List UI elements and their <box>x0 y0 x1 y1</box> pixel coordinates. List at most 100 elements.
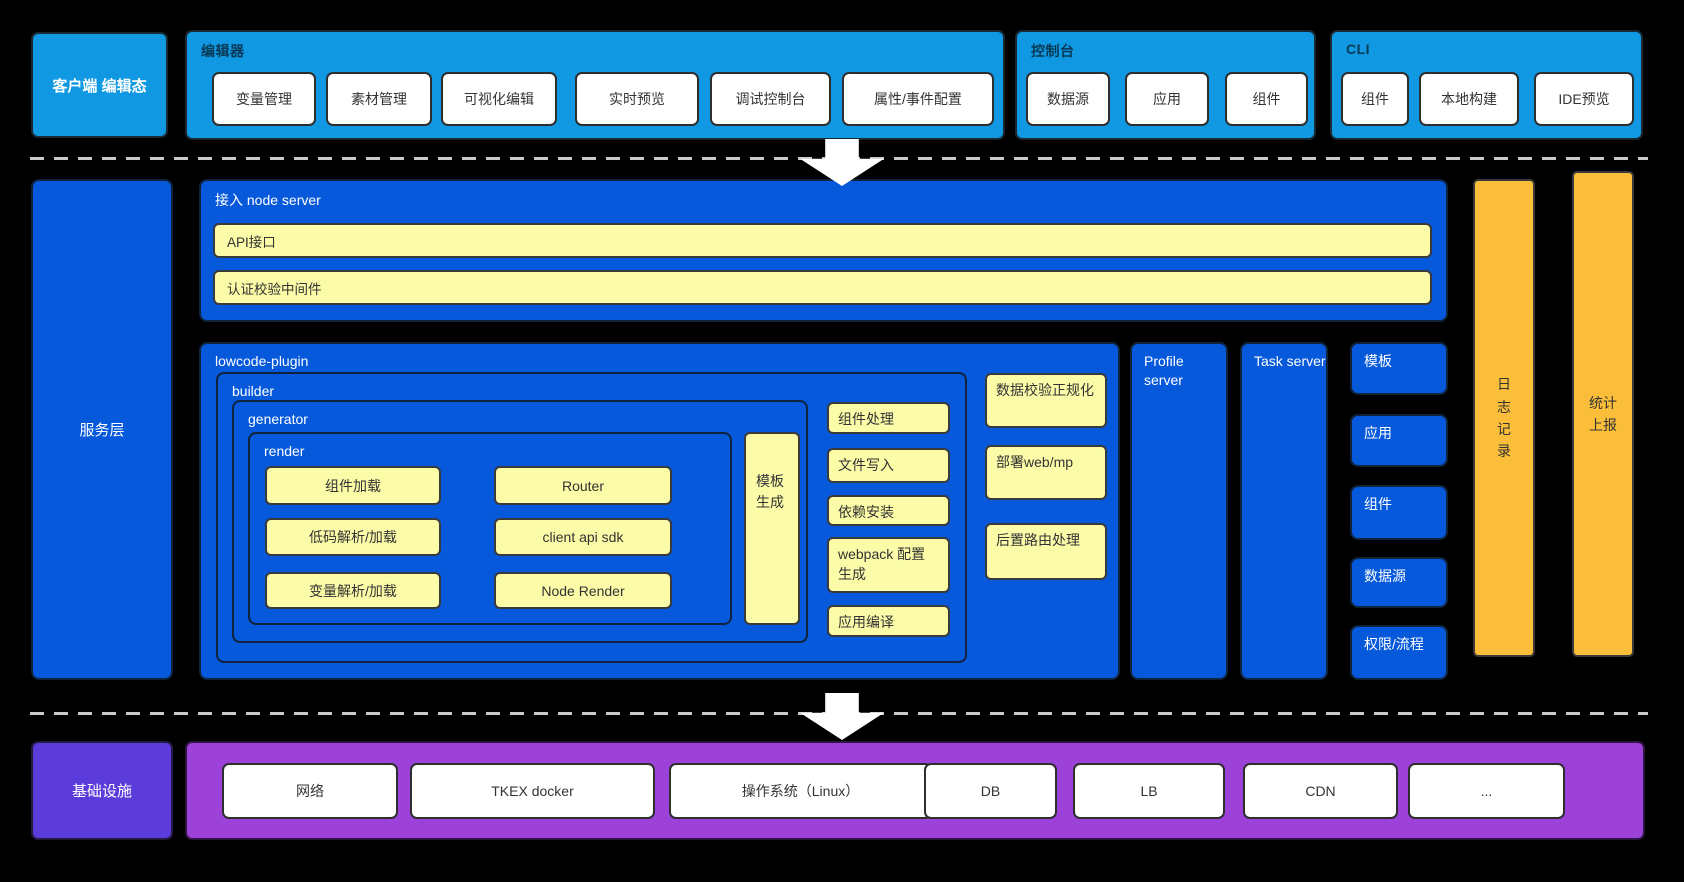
builder-task-file-write: 文件写入 <box>827 448 950 483</box>
editor-btn-debug-console: 调试控制台 <box>710 72 831 126</box>
cli-btn-label: 本地构建 <box>1441 91 1497 107</box>
infra-item-label: ... <box>1480 783 1493 799</box>
resource-label: 组件 <box>1364 496 1392 512</box>
editor-btn-label: 素材管理 <box>351 91 407 107</box>
generator-title: generator <box>248 411 308 427</box>
resource-box-app: 应用 <box>1350 414 1448 467</box>
console-btn-app: 应用 <box>1125 72 1209 126</box>
resource-label: 权限/流程 <box>1364 636 1424 652</box>
resource-box-permission-flow: 权限/流程 <box>1350 625 1448 680</box>
task-server-box: Task server <box>1240 342 1328 680</box>
editor-btn-label: 属性/事件配置 <box>874 91 962 107</box>
infra-item-network: 网络 <box>222 763 398 819</box>
render-item-label: 低码解析/加载 <box>309 529 397 545</box>
editor-btn-material-mgmt: 素材管理 <box>326 72 432 126</box>
render-item-label: 组件加载 <box>325 477 381 494</box>
client-edit-state-box: 客户端 编辑态 <box>31 32 168 138</box>
builder-task-app-compile: 应用编译 <box>827 605 950 637</box>
editor-btn-label: 变量管理 <box>236 91 292 107</box>
infra-item-tkex-docker: TKEX docker <box>410 763 655 819</box>
builder-task-label: webpack 配置生成 <box>838 546 926 583</box>
builder-task-label: 文件写入 <box>838 457 894 473</box>
plugin-task-label: 后置路由处理 <box>996 532 1080 548</box>
plugin-task-post-route-process: 后置路由处理 <box>985 523 1107 580</box>
infra-item-label: CDN <box>1305 783 1336 799</box>
render-item-label: Router <box>561 477 605 494</box>
infra-item-lb: LB <box>1073 763 1225 819</box>
resource-box-template: 模板 <box>1350 342 1448 395</box>
resource-box-datasource: 数据源 <box>1350 557 1448 608</box>
log-record-label: 日 志 记 录 <box>1497 376 1511 460</box>
render-item-router: Router <box>494 466 672 505</box>
template-generation-label: 模板 生成 <box>756 473 784 510</box>
render-item-label: Node Render <box>541 582 625 599</box>
cli-panel-title: CLI <box>1346 41 1371 57</box>
builder-task-webpack-config: webpack 配置生成 <box>827 537 950 593</box>
service-layer-box: 服务层 <box>31 179 173 680</box>
plugin-task-deploy-web-mp: 部署web/mp <box>985 445 1107 500</box>
editor-btn-label: 实时预览 <box>609 91 665 107</box>
plugin-task-label: 数据校验正规化 <box>996 382 1094 398</box>
infra-item-label: DB <box>980 783 1001 799</box>
down-arrow-icon <box>800 693 884 740</box>
infrastructure-box: 基础设施 <box>31 741 173 840</box>
builder-task-label: 应用编译 <box>838 614 894 630</box>
console-btn-label: 组件 <box>1252 91 1281 107</box>
editor-btn-variable-mgmt: 变量管理 <box>212 72 316 126</box>
render-item-node-render: Node Render <box>494 572 672 609</box>
cli-btn-component: 组件 <box>1341 72 1409 126</box>
builder-task-component-process: 组件处理 <box>827 402 950 434</box>
console-btn-label: 数据源 <box>1047 91 1089 107</box>
resource-box-component: 组件 <box>1350 485 1448 540</box>
builder-task-dependency-install: 依赖安装 <box>827 495 950 526</box>
render-item-lowcode-parse-load: 低码解析/加载 <box>265 518 441 556</box>
render-item-variable-parse-load: 变量解析/加载 <box>265 572 441 609</box>
task-server-label: Task server <box>1254 353 1326 369</box>
cli-btn-label: IDE预览 <box>1558 91 1610 107</box>
render-item-label: client api sdk <box>542 529 624 545</box>
infra-item-label: TKEX docker <box>491 783 574 799</box>
editor-btn-prop-event-config: 属性/事件配置 <box>842 72 994 126</box>
profile-server-box: Profile server <box>1130 342 1228 680</box>
resource-label: 应用 <box>1364 425 1392 441</box>
console-btn-datasource: 数据源 <box>1026 72 1110 126</box>
editor-btn-visual-edit: 可视化编辑 <box>441 72 557 126</box>
service-layer-label: 服务层 <box>79 422 125 439</box>
console-btn-component: 组件 <box>1225 72 1308 126</box>
stats-report-label: 统计 上报 <box>1589 394 1617 433</box>
cli-btn-local-build: 本地构建 <box>1419 72 1519 126</box>
editor-btn-label: 调试控制台 <box>735 91 806 107</box>
api-interface-label: API接口 <box>227 234 276 250</box>
console-btn-label: 应用 <box>1153 91 1181 107</box>
node-server-title: 接入 node server <box>215 192 321 208</box>
stats-report-bar: 统计 上报 <box>1572 171 1634 657</box>
render-item-client-api-sdk: client api sdk <box>494 518 672 556</box>
builder-task-label: 依赖安装 <box>838 504 894 520</box>
infra-item-more: ... <box>1408 763 1565 819</box>
template-generation-box: 模板 生成 <box>744 432 800 625</box>
infra-item-db: DB <box>924 763 1057 819</box>
api-interface-bar: API接口 <box>213 223 1432 258</box>
plugin-task-data-validation: 数据校验正规化 <box>985 373 1107 428</box>
auth-middleware-label: 认证校验中间件 <box>227 281 322 297</box>
lowcode-plugin-title: lowcode-plugin <box>215 353 309 369</box>
console-panel-title: 控制台 <box>1031 43 1075 59</box>
builder-task-label: 组件处理 <box>838 411 894 427</box>
builder-title: builder <box>232 383 275 399</box>
log-record-bar: 日 志 记 录 <box>1473 179 1535 657</box>
editor-btn-live-preview: 实时预览 <box>575 72 699 126</box>
cli-btn-label: 组件 <box>1361 91 1389 107</box>
plugin-task-label: 部署web/mp <box>996 454 1074 470</box>
render-item-label: 变量解析/加载 <box>309 582 397 599</box>
editor-panel-title: 编辑器 <box>201 43 245 59</box>
infra-item-label: 网络 <box>296 783 324 799</box>
resource-label: 数据源 <box>1364 568 1406 584</box>
profile-server-label: Profile server <box>1144 353 1184 388</box>
render-item-component-load: 组件加载 <box>265 466 441 505</box>
infra-item-cdn: CDN <box>1243 763 1398 819</box>
auth-middleware-bar: 认证校验中间件 <box>213 270 1432 305</box>
infra-item-label: 操作系统（Linux） <box>741 783 860 799</box>
render-title: render <box>264 443 305 459</box>
resource-label: 模板 <box>1364 353 1392 369</box>
